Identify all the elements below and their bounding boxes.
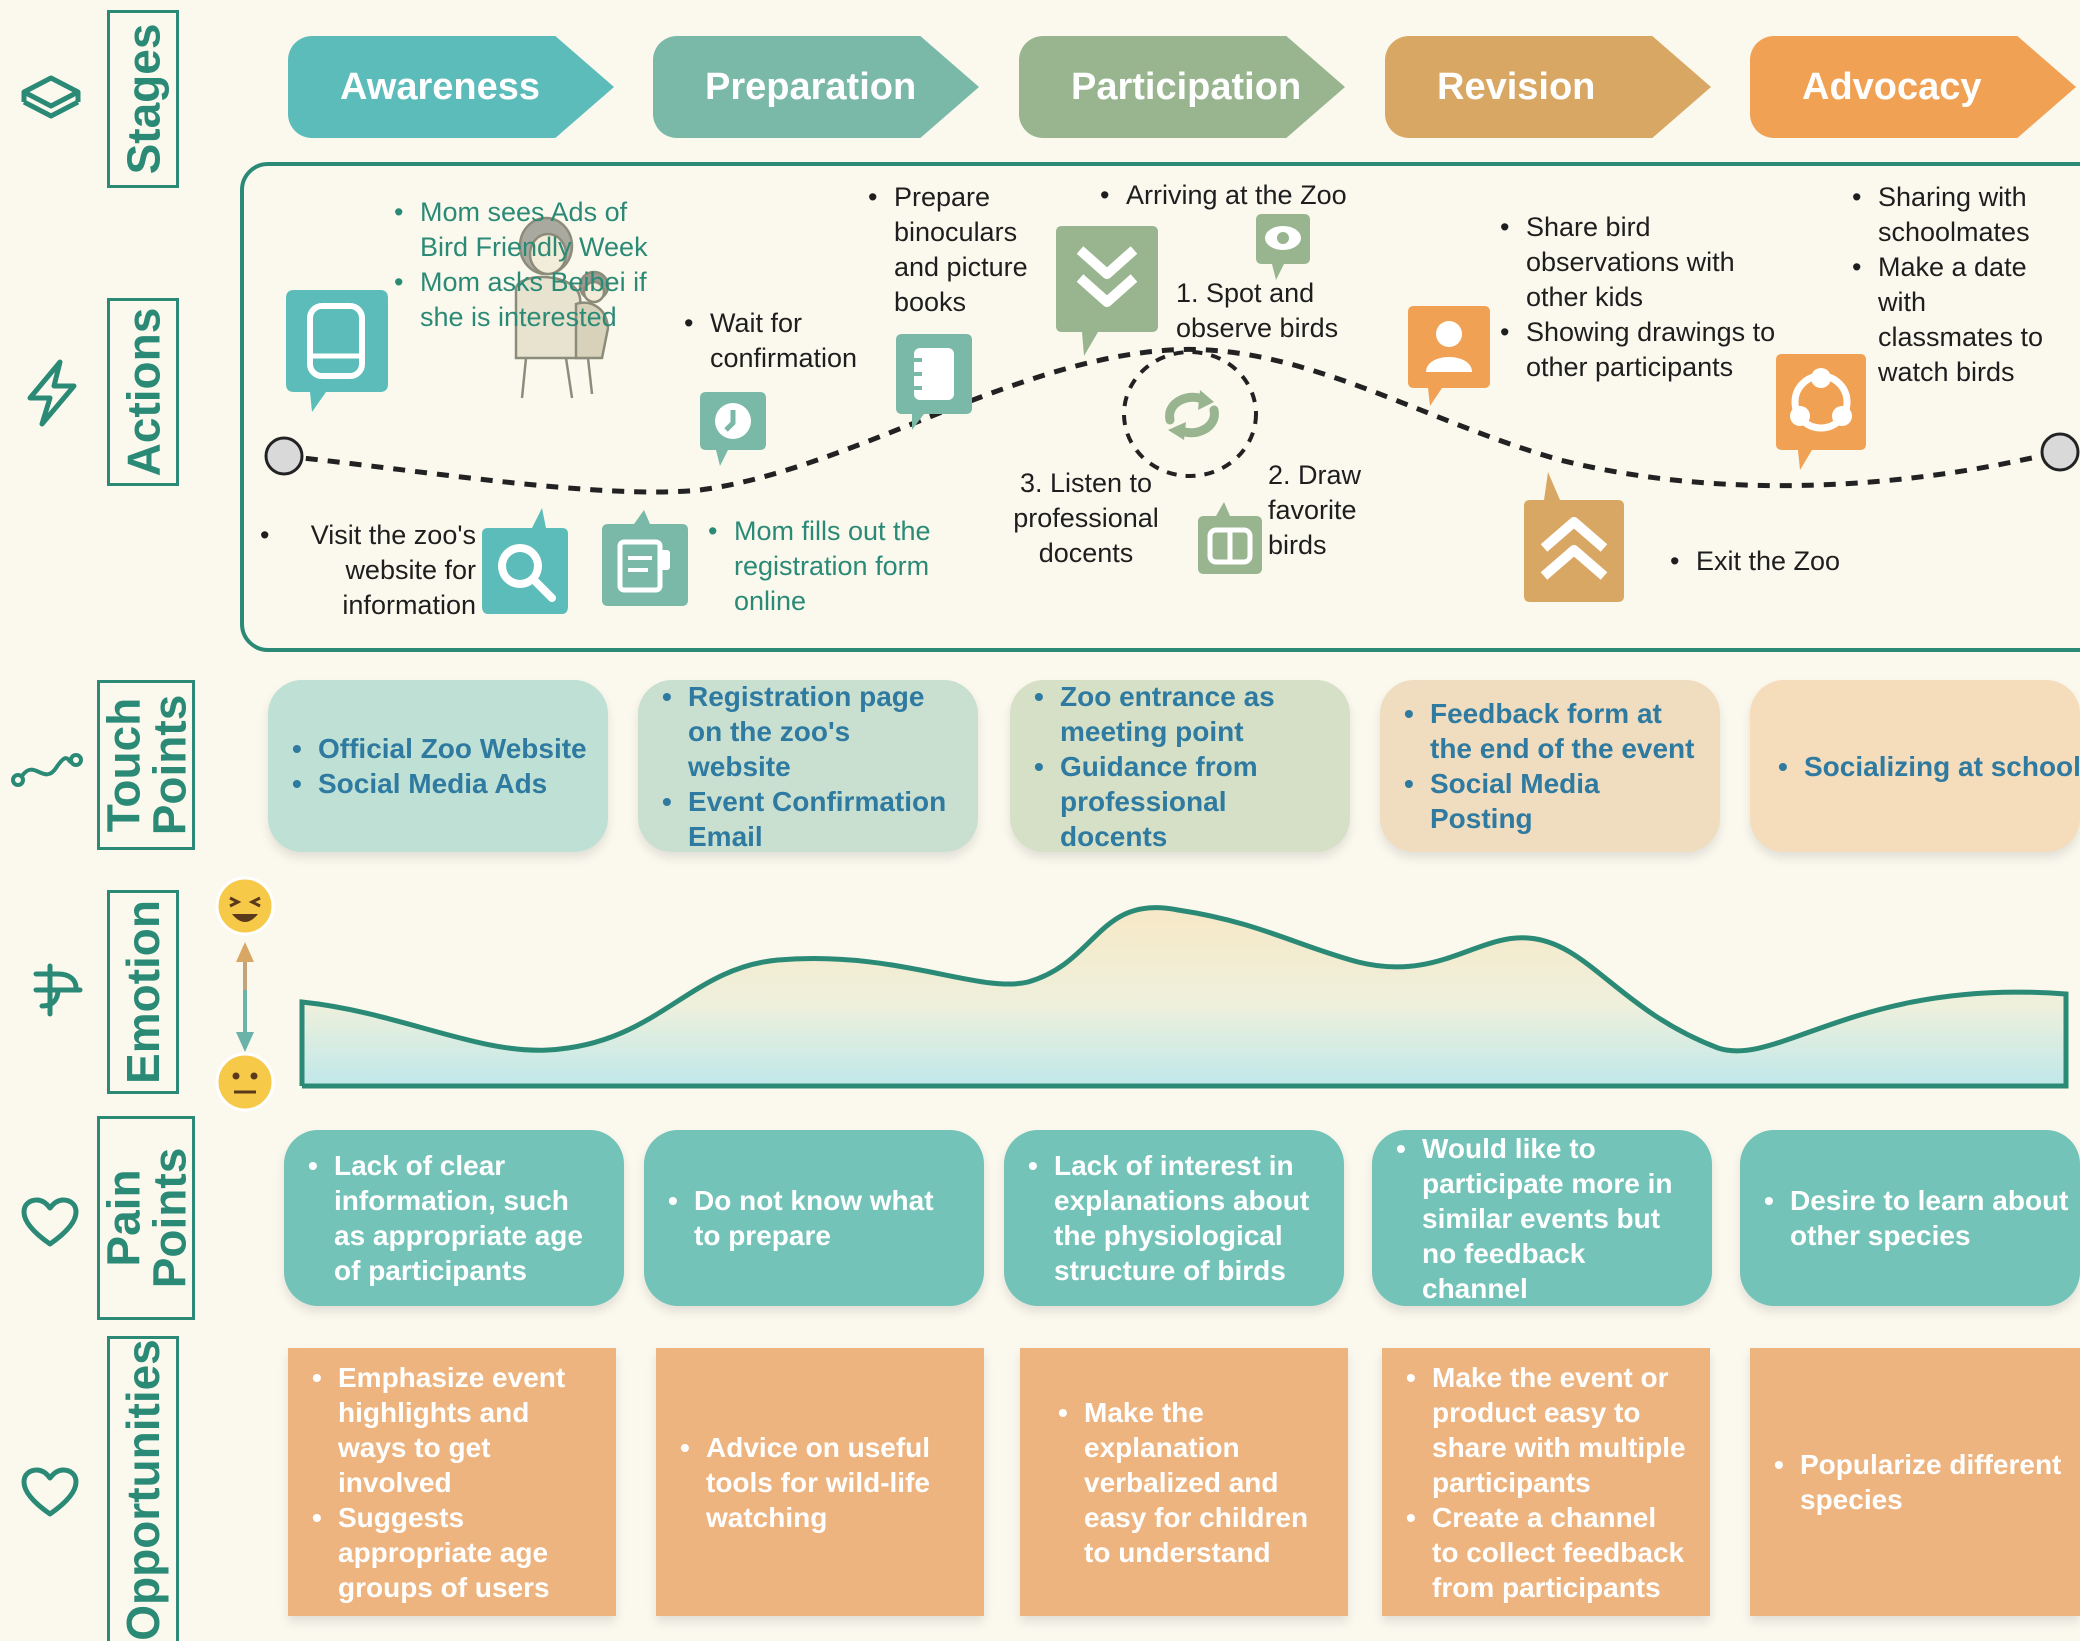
- touch-item: Socializing at school: [1778, 749, 2080, 784]
- actions-panel: [240, 162, 2080, 652]
- user-icon: [1408, 306, 1490, 406]
- touch-item: Feedback form at the end of the event: [1404, 696, 1700, 766]
- eye-icon: [1256, 214, 1310, 280]
- action-item: Wait for confirmation: [684, 306, 890, 376]
- stage-preparation: Preparation: [653, 36, 979, 138]
- chevrons-down-icon: [1056, 226, 1158, 356]
- pain-card-participation: Lack of interest in explanations about t…: [1004, 1130, 1344, 1306]
- touch-item: Social Media Ads: [292, 766, 587, 801]
- row-label-pain-points: Pain Points: [97, 1116, 195, 1320]
- row-label-emotion: Emotion: [107, 890, 179, 1094]
- action-item: Sharing with schoolmates: [1852, 180, 2068, 250]
- phone-icon: [286, 290, 388, 412]
- action-item: Visit the zoo's website for information: [260, 518, 476, 623]
- opportunity-item: Make the event or product easy to share …: [1406, 1360, 1690, 1500]
- action-advocacy-list: Sharing with schoolmates Make a date wit…: [1852, 180, 2068, 390]
- chevrons-up-icon: [1524, 472, 1624, 602]
- opportunity-item: Emphasize event highlights and ways to g…: [312, 1360, 596, 1500]
- action-item: Arriving at the Zoo: [1100, 178, 1406, 213]
- heart-icon: [21, 1197, 79, 1247]
- touch-item: Registration page on the zoo's website: [662, 679, 958, 784]
- opportunity-item: Advice on useful tools for wild-life wat…: [680, 1430, 964, 1535]
- action-item: Mom asks Beibei if she is interested: [394, 265, 650, 335]
- touch-card-preparation: Registration page on the zoo's website E…: [638, 679, 978, 854]
- layers-icon: [21, 75, 81, 119]
- row-label-touch-points: Touch Points: [97, 680, 195, 850]
- touch-card-awareness: Official Zoo Website Social Media Ads: [268, 680, 608, 852]
- action-mom-ads-list: Mom sees Ads of Bird Friendly Week Mom a…: [394, 195, 650, 335]
- action-fill-form: Mom fills out the registration form onli…: [708, 514, 964, 619]
- opportunity-card-participation: Make the explanation verbalized and easy…: [1020, 1348, 1348, 1616]
- action-item: Showing drawings to other participants: [1500, 315, 1776, 385]
- action-item: Prepare binoculars and picture books: [868, 180, 1054, 320]
- action-item: Mom sees Ads of Bird Friendly Week: [394, 195, 650, 265]
- action-listen: 3. Listen to professional docents: [1013, 468, 1159, 568]
- action-draw: 2. Draw favorite birds: [1268, 460, 1362, 560]
- pain-item: Lack of interest in explanations about t…: [1028, 1148, 1324, 1288]
- stage-awareness: Awareness: [288, 36, 614, 138]
- opportunity-item: Popularize different species: [1774, 1447, 2072, 1517]
- form-icon: [602, 510, 688, 606]
- touch-card-revision: Feedback form at the end of the event So…: [1380, 680, 1720, 852]
- action-spot: 1. Spot and observe birds: [1176, 278, 1339, 343]
- opportunity-card-advocacy: Popularize different species: [1750, 1348, 2080, 1616]
- touch-item: Social Media Posting: [1404, 766, 1700, 836]
- opportunity-item: Make the explanation verbalized and easy…: [1058, 1395, 1328, 1570]
- emotion-area: [302, 907, 2066, 1086]
- touch-card-participation: Zoo entrance as meeting point Guidance f…: [1010, 679, 1350, 854]
- action-visit-site: Visit the zoo's website for information: [260, 518, 476, 623]
- pain-card-preparation: Do not know what to prepare: [644, 1130, 984, 1306]
- opportunity-item: Suggests appropriate age groups of users: [312, 1500, 596, 1605]
- pain-card-revision: Would like to participate more in simila…: [1372, 1130, 1712, 1306]
- pain-card-awareness: Lack of clear information, such as appro…: [284, 1130, 624, 1306]
- pain-item: Lack of clear information, such as appro…: [308, 1148, 604, 1288]
- action-arriving: Arriving at the Zoo: [1100, 178, 1406, 213]
- action-exit: Exit the Zoo: [1670, 544, 1936, 579]
- action-wait: Wait for confirmation: [684, 306, 890, 376]
- pain-item: Desire to learn about other species: [1764, 1183, 2072, 1253]
- action-item: Share bird observations with other kids: [1500, 210, 1776, 315]
- stage-revision: Revision: [1385, 36, 1711, 138]
- clock-icon: [700, 392, 766, 466]
- row-label-stages: Stages: [107, 10, 179, 188]
- share-icon: [1776, 354, 1866, 470]
- touch-item: Event Confirmation Email: [662, 784, 958, 854]
- pain-item: Do not know what to prepare: [668, 1183, 964, 1253]
- row-label-actions: Actions: [107, 298, 179, 486]
- opportunity-card-awareness: Emphasize event highlights and ways to g…: [288, 1348, 616, 1616]
- notebook-icon: [896, 334, 972, 430]
- action-prepare: Prepare binoculars and picture books: [868, 180, 1054, 320]
- emotion-line: [299, 905, 2069, 1089]
- action-item: Mom fills out the registration form onli…: [708, 514, 964, 619]
- stage-participation: Participation: [1019, 36, 1345, 138]
- pain-card-advocacy: Desire to learn about other species: [1740, 1130, 2080, 1306]
- action-item: Make a date with classmates to watch bir…: [1852, 250, 2068, 390]
- stage-advocacy: Advocacy: [1750, 36, 2076, 138]
- pain-item: Would like to participate more in simila…: [1396, 1131, 1692, 1306]
- search-icon: [482, 508, 568, 614]
- action-item: Exit the Zoo: [1670, 544, 1936, 579]
- opportunity-item: Create a channel to collect feedback fro…: [1406, 1500, 1690, 1605]
- cycle-icon: [1165, 390, 1219, 440]
- opportunity-card-revision: Make the event or product easy to share …: [1382, 1348, 1710, 1616]
- touch-item: Guidance from professional docents: [1034, 749, 1330, 854]
- opportunity-card-preparation: Advice on useful tools for wild-life wat…: [656, 1348, 984, 1616]
- touch-item: Zoo entrance as meeting point: [1034, 679, 1330, 749]
- heart-icon: [21, 1467, 79, 1517]
- touch-card-advocacy: Socializing at school: [1750, 680, 2080, 852]
- journey-path: [264, 346, 2080, 495]
- touch-item: Official Zoo Website: [292, 731, 587, 766]
- lightning-icon: [27, 359, 77, 427]
- row-label-opportunities: Opportunities: [107, 1336, 179, 1641]
- route-icon: [11, 753, 83, 787]
- mood-icon: [33, 963, 83, 1017]
- book-icon: [1198, 502, 1262, 574]
- emotion-scale: [215, 876, 275, 1112]
- emotion-curve-chart: [299, 905, 2069, 1089]
- action-share-list: Share bird observations with other kids …: [1500, 210, 1776, 385]
